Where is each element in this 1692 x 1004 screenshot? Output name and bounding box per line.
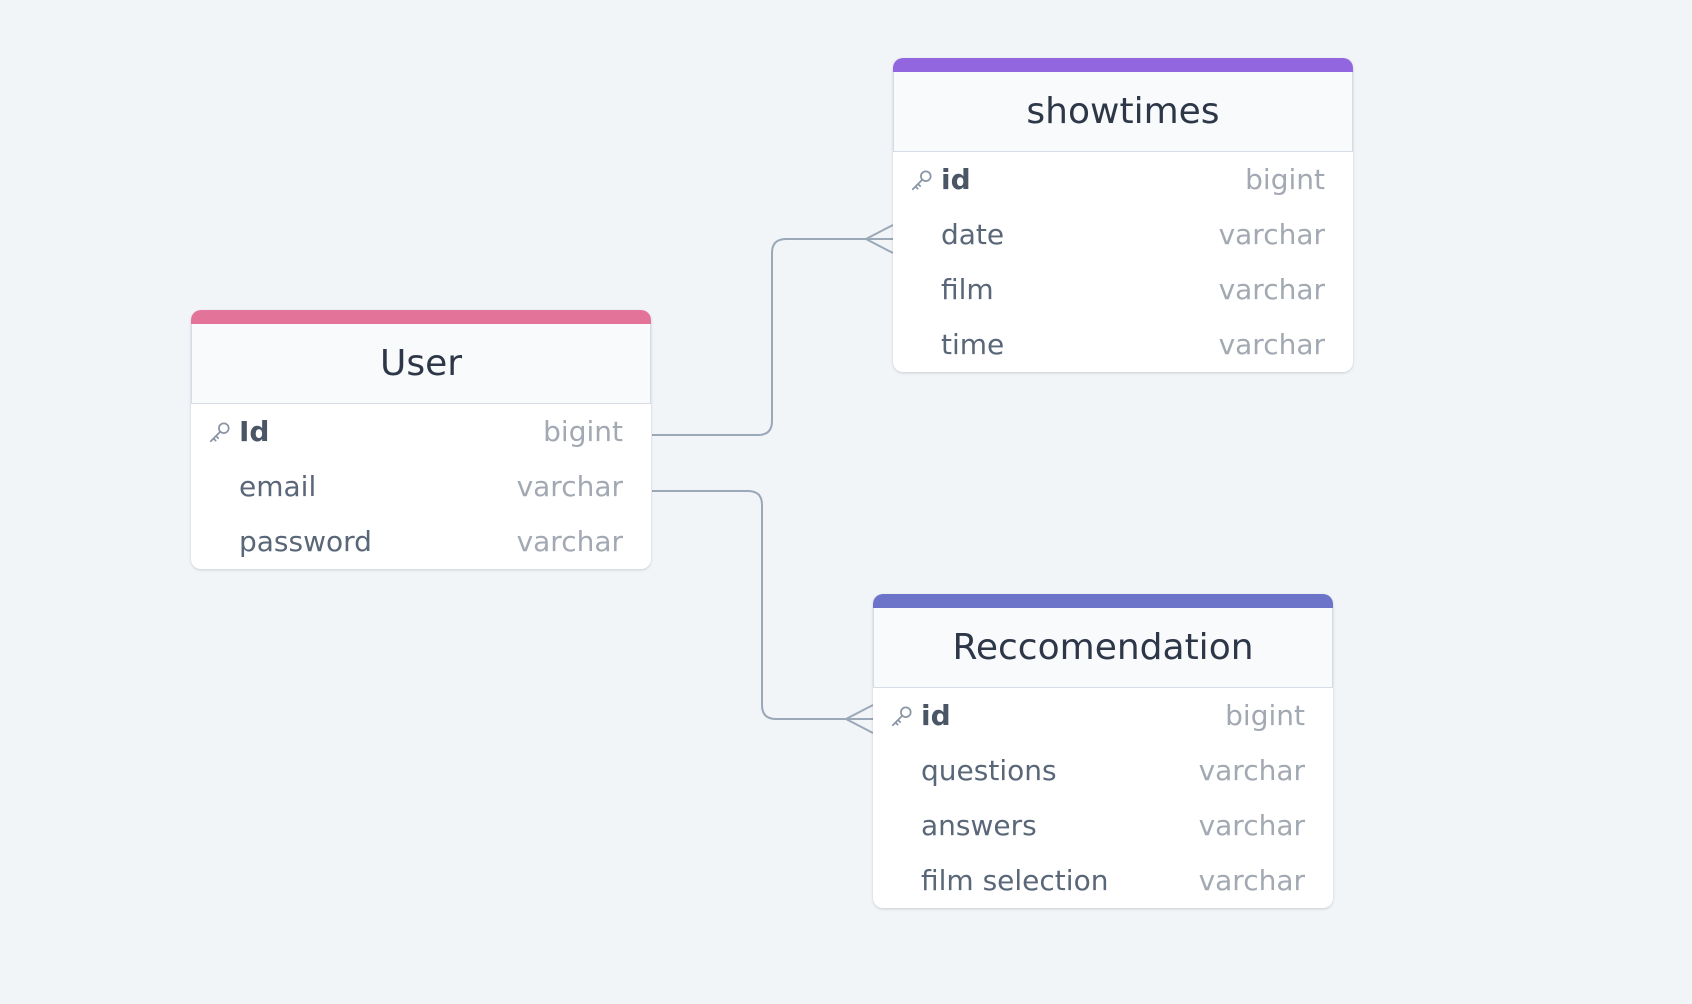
field-row-id[interactable]: Id bigint (191, 404, 651, 459)
table-title[interactable]: Reccomendation (873, 608, 1333, 688)
table-title[interactable]: showtimes (893, 72, 1353, 152)
field-row-film[interactable]: film varchar (893, 262, 1353, 317)
field-row-answers[interactable]: answers varchar (873, 798, 1333, 853)
table-user[interactable]: User Id bigint email varchar password va… (191, 310, 651, 569)
field-name: questions (921, 754, 1057, 787)
field-row-id[interactable]: id bigint (873, 688, 1333, 743)
field-name: Id (239, 415, 270, 448)
field-row-questions[interactable]: questions varchar (873, 743, 1333, 798)
table-reccomendation[interactable]: Reccomendation id bigint questions varch… (873, 594, 1333, 908)
field-type: varchar (516, 525, 623, 558)
table-title[interactable]: User (191, 324, 651, 404)
field-type: varchar (1218, 218, 1325, 251)
field-row-film-selection[interactable]: film selection varchar (873, 853, 1333, 908)
field-name: id (921, 699, 951, 732)
field-name: date (941, 218, 1005, 251)
field-name: film selection (921, 864, 1109, 897)
table-showtimes[interactable]: showtimes id bigint date varchar film va… (893, 58, 1353, 372)
key-icon (889, 700, 921, 732)
crows-foot-reccomendation (843, 704, 874, 734)
field-name: answers (921, 809, 1037, 842)
field-name: password (239, 525, 372, 558)
relation-user-showtimes[interactable] (652, 224, 894, 436)
field-type: varchar (1198, 809, 1305, 842)
field-type: varchar (1198, 864, 1305, 897)
field-type: bigint (1245, 163, 1325, 196)
field-row-password[interactable]: password varchar (191, 514, 651, 569)
key-icon (909, 164, 941, 196)
field-type: varchar (1198, 754, 1305, 787)
field-type: varchar (1218, 328, 1325, 361)
field-name: time (941, 328, 1005, 361)
crows-foot-showtimes (863, 224, 894, 254)
field-row-id[interactable]: id bigint (893, 152, 1353, 207)
field-type: bigint (543, 415, 623, 448)
field-row-email[interactable]: email varchar (191, 459, 651, 514)
table-color-band (893, 58, 1353, 72)
field-name: id (941, 163, 971, 196)
field-type: varchar (516, 470, 623, 503)
field-type: varchar (1218, 273, 1325, 306)
table-color-band (873, 594, 1333, 608)
field-name: film (941, 273, 994, 306)
field-type: bigint (1225, 699, 1305, 732)
key-icon (207, 416, 239, 448)
relation-user-reccomendation[interactable] (652, 490, 874, 734)
field-row-date[interactable]: date varchar (893, 207, 1353, 262)
table-color-band (191, 310, 651, 324)
field-row-time[interactable]: time varchar (893, 317, 1353, 372)
field-name: email (239, 470, 317, 503)
